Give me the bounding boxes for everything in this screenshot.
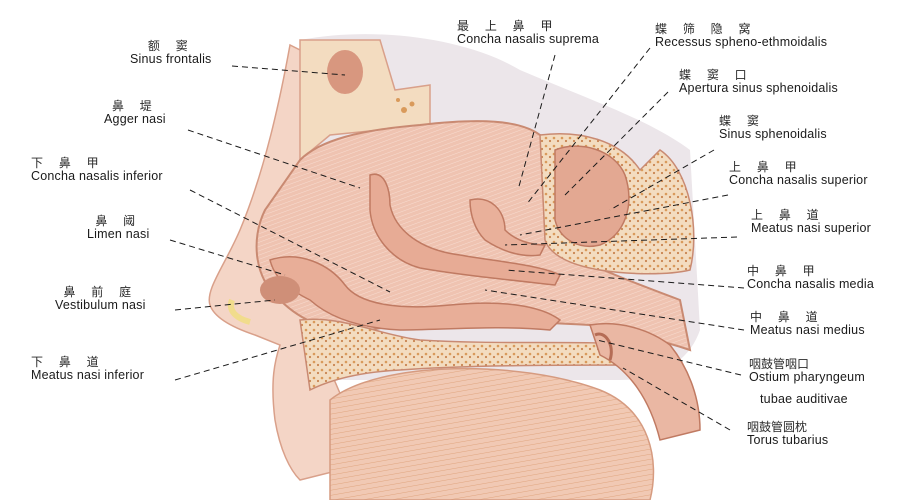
nasal-cavity-wall — [255, 120, 692, 352]
label-en: Agger nasi — [104, 111, 166, 126]
label-meatus-inferior: 下 鼻 道 Meatus nasi inferior — [31, 356, 144, 382]
label-apertura: 蝶 窦 口 Apertura sinus sphenoidalis — [679, 69, 838, 95]
label-en: Concha nasalis suprema — [457, 31, 599, 46]
label-en: Sinus sphenoidalis — [719, 126, 827, 141]
label-en: Limen nasi — [87, 226, 150, 241]
label-zh: 最 上 鼻 甲 — [457, 19, 559, 33]
concha-inferior-shape — [269, 256, 562, 331]
label-en: Concha nasalis media — [747, 276, 874, 291]
label-concha-inferior: 下 鼻 甲 Concha nasalis inferior — [31, 157, 163, 183]
label-en: Meatus nasi inferior — [31, 367, 145, 382]
leader-lines — [169, 47, 745, 431]
label-zh: 额 窦 — [147, 39, 194, 53]
label-zh: 中 鼻 甲 — [747, 264, 821, 278]
label-en: Meatus nasi medius — [750, 322, 865, 337]
pharynx — [589, 322, 701, 441]
vestibule-opening — [260, 276, 300, 304]
tongue — [329, 367, 655, 500]
label-zh: 蝶 筛 隐 窝 — [655, 22, 757, 36]
label-en: Concha nasalis inferior — [31, 168, 163, 183]
label-en: Torus tubarius — [747, 432, 829, 447]
label-concha-suprema: 最 上 鼻 甲 Concha nasalis suprema — [457, 20, 599, 46]
sphenoid-bone — [539, 133, 695, 275]
label-zh: 咽鼓管圆枕 — [747, 420, 808, 434]
label-zh: 蝶 窦 — [719, 114, 765, 128]
label-zh: 鼻 堤 — [111, 99, 158, 113]
label-en: Apertura sinus sphenoidalis — [679, 80, 838, 95]
label-en: Sinus frontalis — [130, 51, 212, 66]
label-limen-nasi: 鼻 阈 Limen nasi — [87, 215, 149, 241]
label-zh: 中 鼻 道 — [750, 310, 824, 324]
label-zh: 咽鼓管咽口 — [749, 357, 810, 371]
label-en: Concha nasalis superior — [729, 172, 868, 187]
label-sinus-sphenoidalis: 蝶 窦 Sinus sphenoidalis — [719, 115, 827, 141]
label-zh: 下 鼻 道 — [31, 355, 105, 369]
label-zh: 鼻 前 庭 — [63, 285, 138, 299]
label-agger-nasi: 鼻 堤 Agger nasi — [104, 100, 166, 126]
label-recessus: 蝶 筛 隐 窝 Recessus spheno-ethmoidalis — [655, 23, 827, 49]
label-meatus-medius: 中 鼻 道 Meatus nasi medius — [750, 311, 865, 337]
label-zh: 下 鼻 甲 — [31, 156, 105, 170]
label-en: Recessus spheno-ethmoidalis — [655, 34, 828, 49]
concha-media-shape — [369, 173, 562, 286]
label-en-line2: tubae auditivae — [760, 391, 848, 406]
conchae — [260, 173, 562, 331]
label-en: Vestibulum nasi — [55, 297, 146, 312]
label-vestibulum-nasi: 鼻 前 庭 Vestibulum nasi — [55, 286, 146, 312]
label-sinus-frontalis: 额 窦 Sinus frontalis — [130, 40, 212, 66]
sinus-sphenoidalis-cavity — [554, 145, 630, 247]
sinus-frontalis-cavity — [327, 50, 363, 94]
label-torus: 咽鼓管圆枕 Torus tubarius — [747, 421, 828, 447]
label-zh: 上 鼻 道 — [751, 208, 825, 222]
label-ostium: 咽鼓管咽口 Ostium pharyngeum tubae auditivae — [749, 358, 865, 406]
label-concha-superior: 上 鼻 甲 Concha nasalis superior — [729, 161, 868, 187]
label-en: Meatus nasi superior — [751, 220, 872, 235]
label-meatus-superior: 上 鼻 道 Meatus nasi superior — [751, 209, 871, 235]
label-zh: 上 鼻 甲 — [729, 160, 803, 174]
concha-superior-shape — [469, 198, 547, 257]
label-concha-media: 中 鼻 甲 Concha nasalis media — [747, 265, 874, 291]
label-en: Ostium pharyngeum — [749, 369, 865, 384]
label-zh: 鼻 阈 — [95, 214, 142, 228]
label-zh: 蝶 窦 口 — [679, 68, 753, 82]
